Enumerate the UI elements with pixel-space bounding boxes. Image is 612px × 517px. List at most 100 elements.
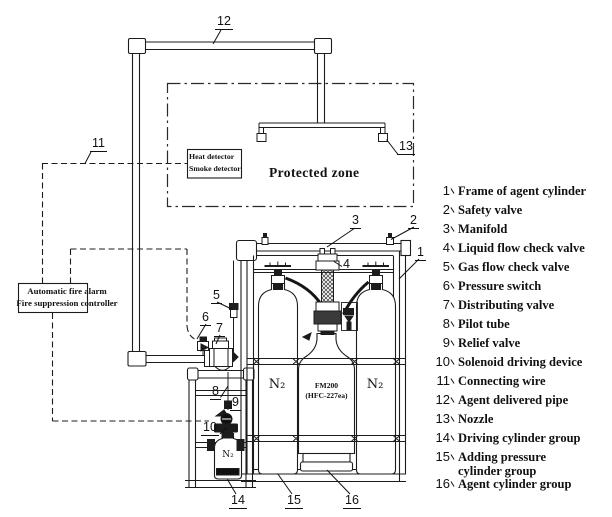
enumeration-comma [450, 433, 456, 445]
legend-item-label: Frame of agent cylinder [458, 184, 587, 198]
connecting-wires [41, 162, 209, 422]
legend-item-label: Pressure switch [458, 279, 542, 293]
nozzle-right [378, 133, 388, 142]
callout-1: 1 [415, 245, 426, 261]
legend-item-num: 3 [442, 221, 450, 236]
callout-10: 10 [201, 420, 219, 436]
legend-item: 6 Pressure switch [432, 278, 612, 297]
agent-pipe [127, 37, 333, 367]
legend-item: 2 Safety valve [432, 202, 612, 221]
enumeration-comma [450, 281, 456, 293]
callout-8: 8 [210, 384, 221, 400]
callout-15: 15 [285, 493, 303, 509]
callout-7: 7 [214, 321, 225, 337]
legend-item-label: Solenoid driving device [458, 355, 583, 369]
n2-label-left: N₂ [268, 377, 286, 392]
protected-zone-outline [166, 82, 415, 208]
legend-item-num: 15 [435, 449, 450, 464]
enumeration-comma [450, 452, 456, 464]
enumeration-comma [450, 262, 456, 274]
legend-item-label: Connecting wire [458, 374, 546, 388]
legend-item-num: 12 [435, 392, 450, 407]
legend-item: 8 Pilot tube [432, 316, 612, 335]
legend: 1 Frame of agent cylinder 2 Safety valve 3… [432, 183, 612, 495]
legend-item-label: Nozzle [458, 412, 494, 426]
callout-5: 5 [211, 288, 222, 304]
enumeration-comma [450, 357, 456, 369]
legend-item: 11 Connecting wire [432, 373, 612, 392]
legend-item: 15 Adding pressure cylinder group [432, 449, 612, 478]
callout-16: 16 [343, 493, 361, 509]
distributing-valve [204, 337, 233, 371]
fm200-cylinder [297, 332, 356, 455]
cylinders [213, 282, 397, 480]
enumeration-comma [450, 205, 456, 217]
nozzle-pipe [256, 122, 388, 142]
legend-item-num: 13 [435, 411, 450, 426]
enumeration-comma [450, 395, 456, 407]
heat-detector-label: Heat detector [189, 152, 235, 161]
legend-item-label: Gas flow check valve [458, 260, 570, 274]
legend-item-label: Safety valve [458, 203, 523, 217]
legend-item-num: 16 [435, 476, 450, 491]
enumeration-comma [450, 186, 456, 198]
legend-item-label: Agent cylinder group [458, 477, 572, 491]
legend-item-label: Liquid flow check valve [458, 241, 585, 255]
callout-9: 9 [230, 395, 241, 411]
liquid-check-valve-stack [301, 248, 358, 341]
gas-check-line [228, 260, 239, 363]
pressure-switch [197, 336, 210, 356]
fm200-label-line1: FM200 [314, 381, 339, 390]
legend-item-num: 1 [442, 183, 450, 198]
legend-item: 9 Relief valve [432, 335, 612, 354]
callout-leaders [84, 29, 420, 495]
legend-item: 13 Nozzle [432, 411, 612, 430]
relief-valve [224, 400, 232, 409]
enumeration-comma [450, 479, 456, 491]
controller-label-line1: Automatic fire alarm [27, 286, 107, 296]
driving-cylinder-frame [185, 367, 256, 489]
legend-item-num: 6 [442, 278, 450, 293]
legend-item-num: 7 [442, 297, 450, 312]
n2-cylinder-left [257, 282, 299, 475]
frame-straps [207, 358, 406, 451]
enumeration-comma [450, 319, 456, 331]
legend-item-num: 5 [442, 259, 450, 274]
legend-item-label: Relief valve [458, 336, 521, 350]
enumeration-comma [450, 300, 456, 312]
enumeration-comma [450, 376, 456, 388]
legend-item-num: 10 [435, 354, 450, 369]
legend-item: 10 Solenoid driving device [432, 354, 612, 373]
legend-item-label: Pilot tube [458, 317, 510, 331]
smoke-detector-label: Smoke detector [189, 164, 241, 173]
callout-12: 12 [215, 14, 233, 30]
legend-item-num: 8 [442, 316, 450, 331]
enumeration-comma [450, 243, 456, 255]
legend-item-num: 11 [436, 373, 451, 388]
callout-3: 3 [350, 213, 361, 229]
callout-4: 4 [341, 257, 352, 273]
legend-item-num: 9 [442, 335, 450, 350]
callout-2: 2 [408, 213, 419, 229]
n2-label-driving: N₂ [222, 450, 234, 460]
legend-item-label: Distributing valve [458, 298, 555, 312]
fm200-label: FM200 (HFC-227ea) [299, 381, 354, 401]
protected-zone-label: Protected zone [269, 165, 360, 180]
legend-item: 5 Gas flow check valve [432, 259, 612, 278]
legend-item-num: 2 [442, 202, 450, 217]
controller-box [17, 282, 89, 314]
legend-item: 16 Agent cylinder group [432, 476, 612, 495]
enumeration-comma [450, 414, 456, 426]
callout-6: 6 [200, 310, 211, 326]
enumeration-comma [450, 224, 456, 236]
legend-item-label: Adding pressure cylinder group [458, 450, 547, 478]
safety-valve [261, 233, 394, 245]
n2-label-right: N₂ [366, 377, 384, 392]
controller-label: Automatic fire alarm Fire suppression co… [3, 286, 131, 309]
legend-item-label: Driving cylinder group [458, 431, 581, 445]
